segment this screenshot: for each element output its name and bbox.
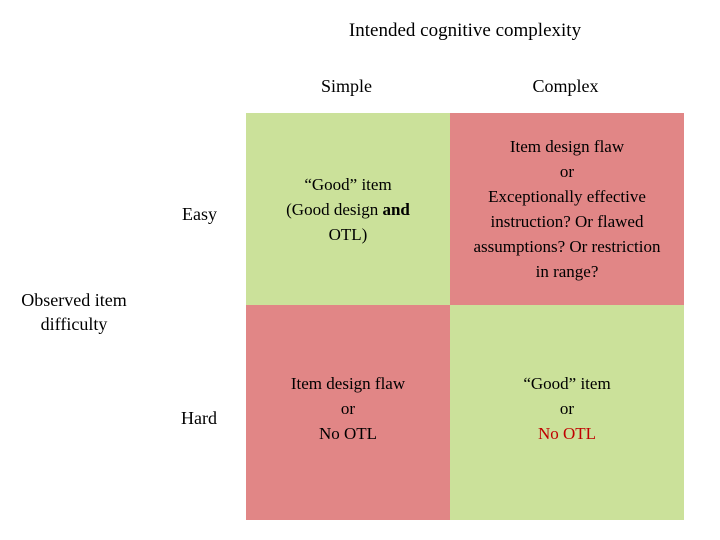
column-header-simple: Simple	[320, 76, 372, 96]
matrix-cell-easy-complex-text: Item design flaw or Exceptionally effect…	[473, 137, 661, 281]
column-header-complex: Complex	[532, 76, 599, 96]
cell-line-1: “Good” item	[304, 174, 392, 194]
cell-line-3-emphasis: No OTL	[537, 424, 597, 443]
cell-line-2-emphasis: and	[382, 199, 410, 219]
matrix-cell-easy-complex: Item design flaw or Exceptionally effect…	[450, 113, 684, 305]
cell-line-1: “Good” item	[523, 374, 611, 393]
cell-line-2-prefix: (Good design	[286, 199, 383, 219]
matrix-cell-hard-simple: Item design flaw or No OTL	[246, 305, 450, 520]
cell-line-2: or	[559, 399, 575, 418]
row-axis-title: Observed item difficulty	[21, 290, 127, 334]
matrix-cell-hard-complex: “Good” item or No OTL	[450, 305, 684, 520]
cell-line-3: OTL)	[328, 224, 368, 244]
row-header-hard: Hard	[181, 408, 217, 428]
row-header-easy: Easy	[182, 204, 217, 224]
column-axis-title: Intended cognitive complexity	[348, 20, 582, 41]
matrix-cell-hard-simple-text: Item design flaw or No OTL	[290, 374, 406, 443]
matrix-cell-hard-complex-text: “Good” item or No OTL	[523, 371, 610, 446]
